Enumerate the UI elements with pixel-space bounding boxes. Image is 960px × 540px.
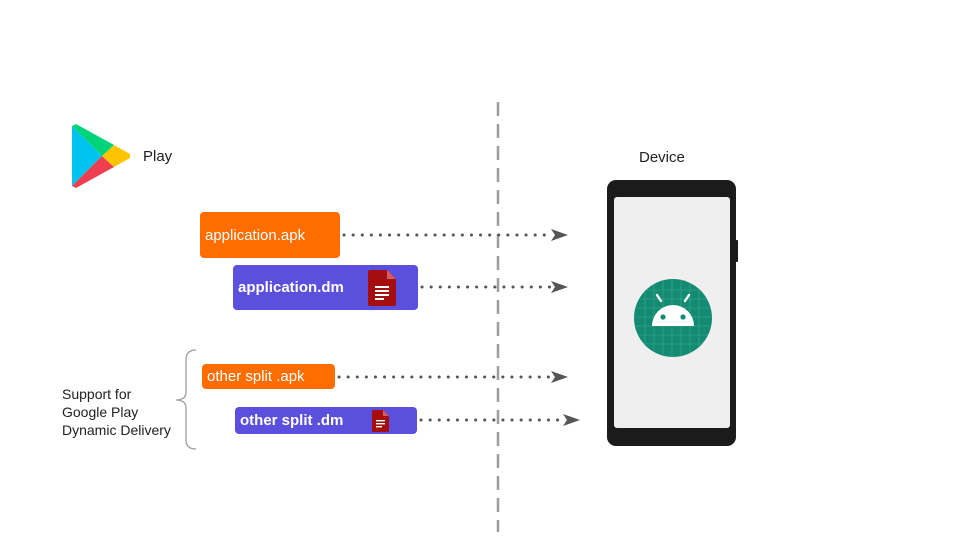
support-text: Support for Google Play Dynamic Delivery [62,385,171,439]
application-apk-label: application.apk [205,226,306,244]
phone-side-button [735,240,738,262]
support-line-2: Google Play [62,404,139,420]
support-line-1: Support for [62,386,132,402]
other-split-dm-box: other split .dm [235,407,417,434]
google-play-icon [72,124,130,188]
arrowhead [551,281,568,293]
device-label: Device [639,149,685,166]
android-logo-icon [634,279,712,357]
arrowhead [551,229,568,241]
application-dm-label: application.dm [238,279,344,296]
application-apk-box: application.apk [200,212,340,258]
document-icon [372,410,389,432]
document-icon [368,270,396,306]
other-split-apk-label: other split .apk [207,368,305,385]
other-split-dm-label: other split .dm [240,412,344,429]
other-split-apk-box: other split .apk [202,364,335,389]
support-line-3: Dynamic Delivery [62,422,171,438]
play-label: Play [143,148,173,165]
arrowhead [563,414,580,426]
arrowhead [551,371,568,383]
